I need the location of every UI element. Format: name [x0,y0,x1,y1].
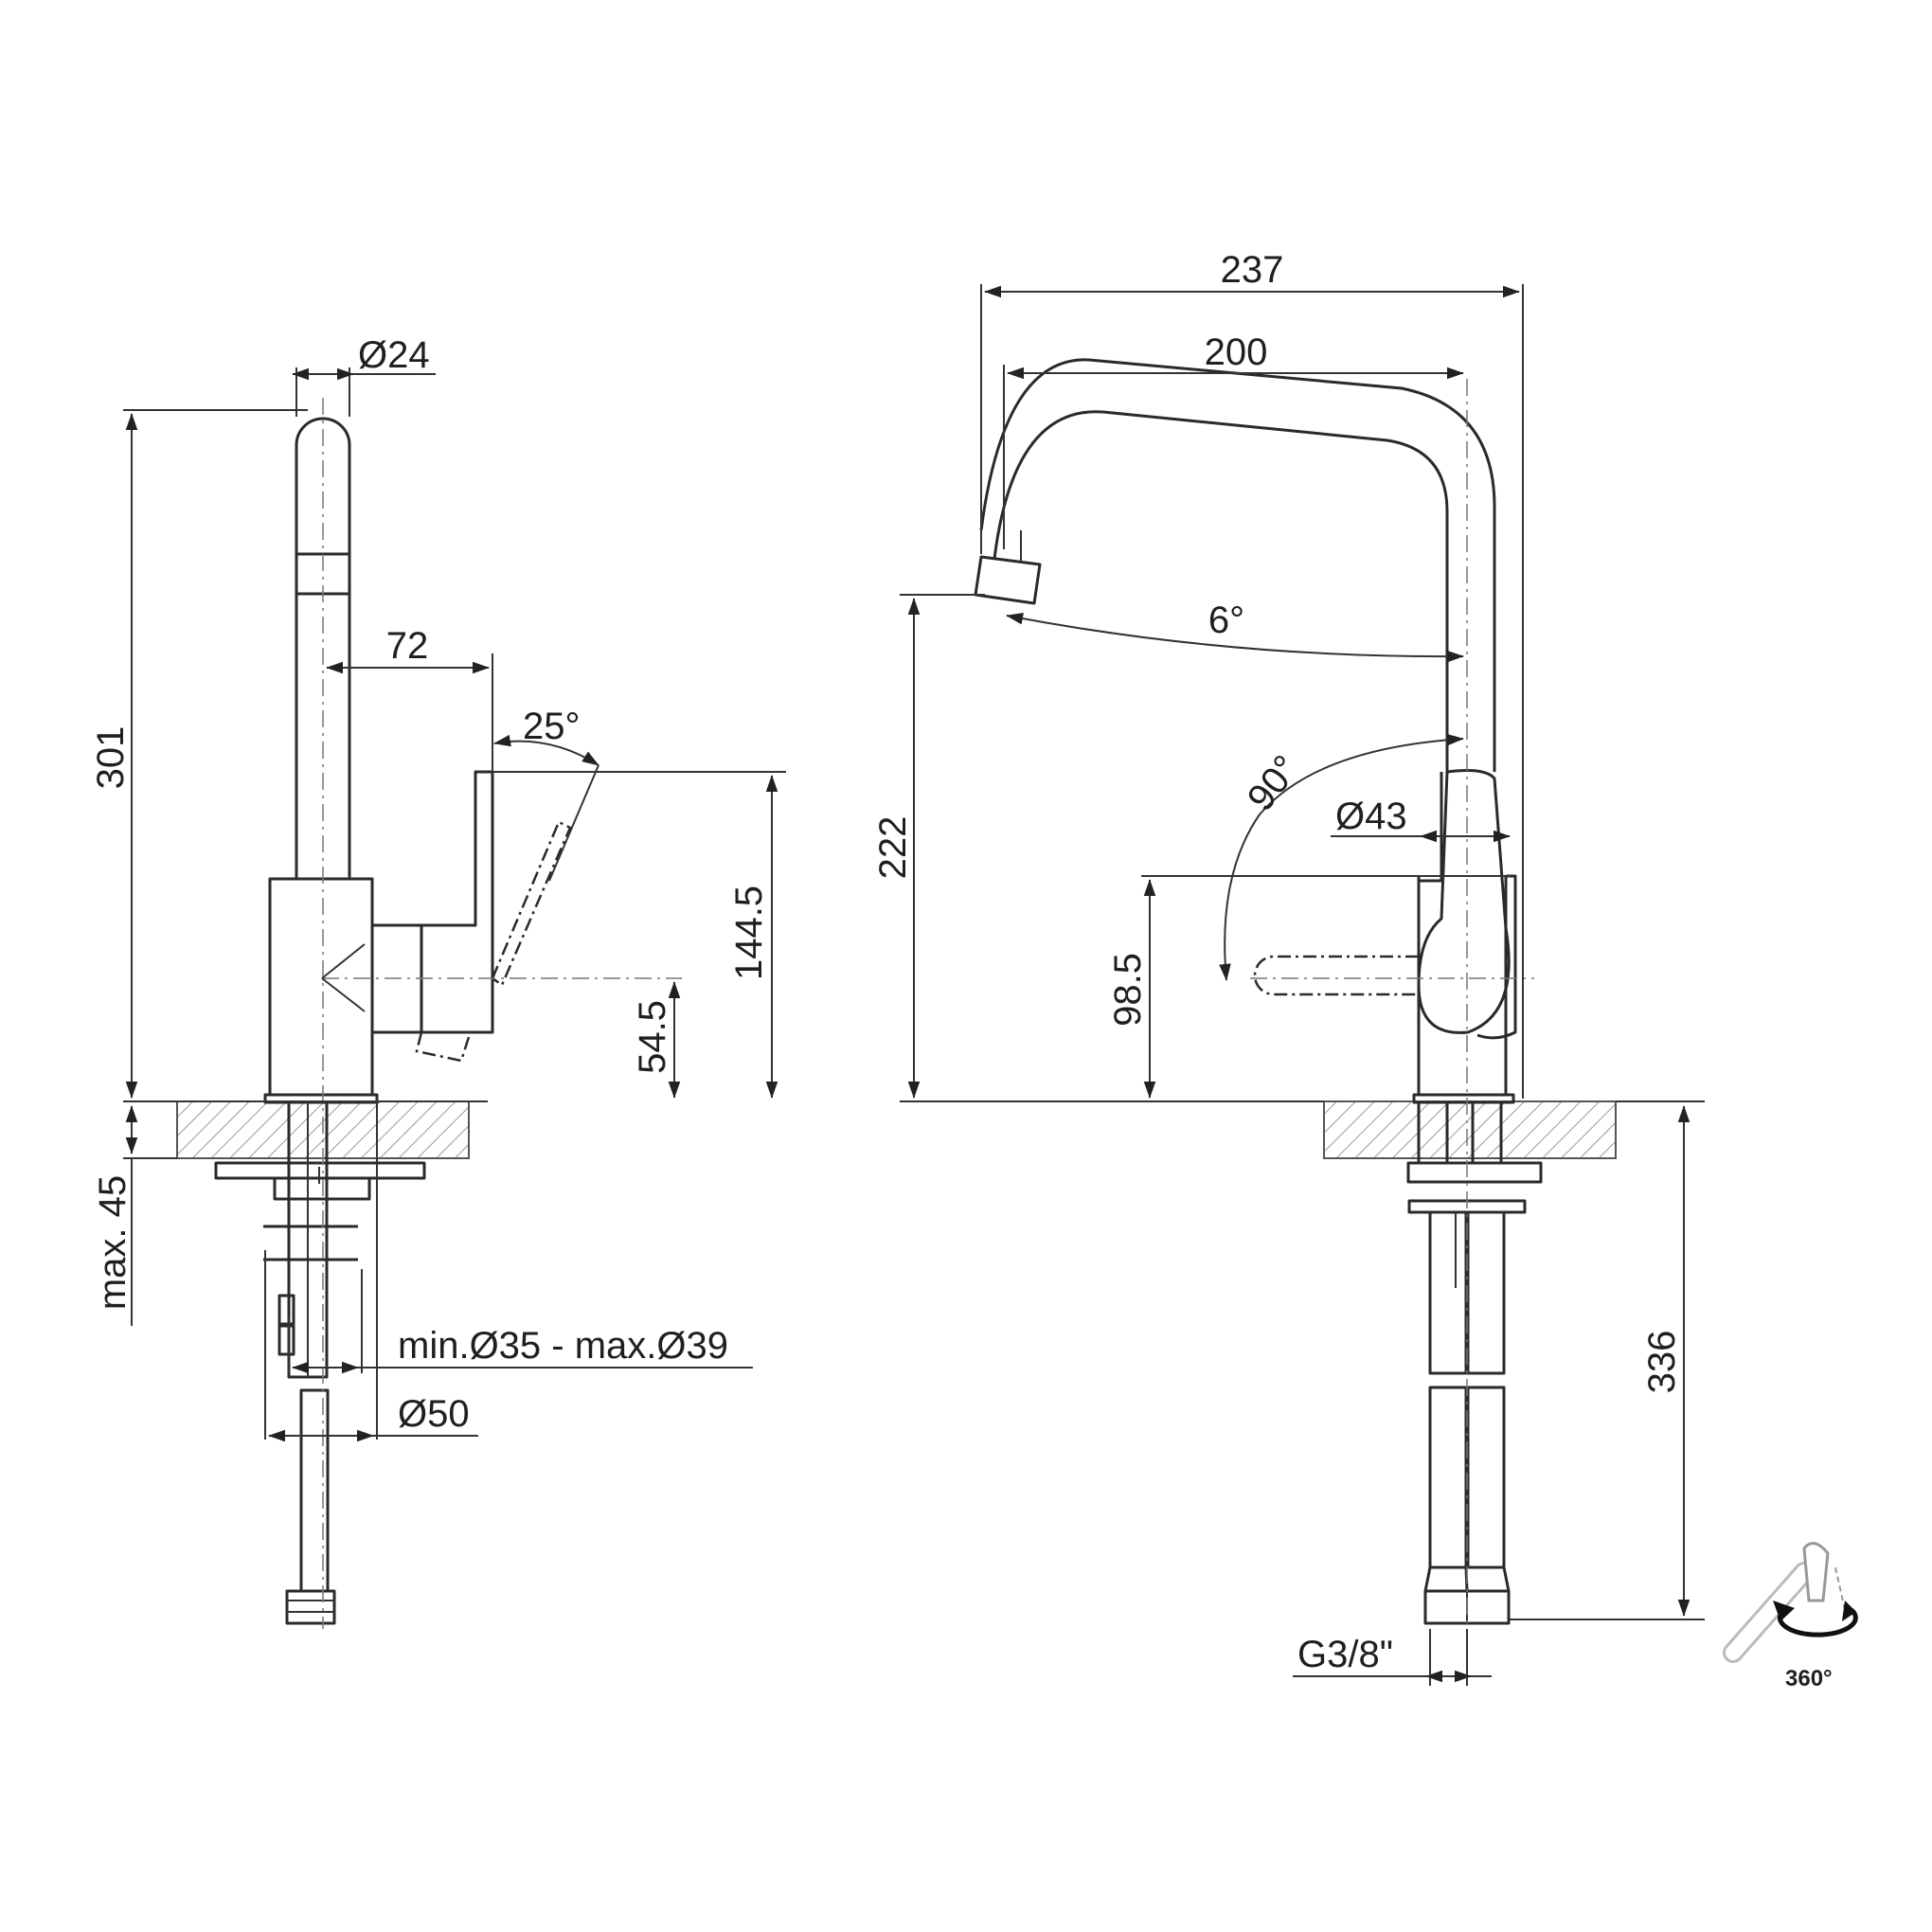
side-hose [299,1388,330,1593]
front-body [1417,876,1508,1094]
side-lever [421,770,494,1034]
dim-h301: 301 [90,726,132,790]
front-fixing-plate [1406,1161,1543,1184]
front-hose-left [1428,1210,1468,1375]
front-spout [993,410,1449,772]
side-lever-open [491,820,572,987]
dim-h336: 336 [1641,1331,1683,1394]
dim-a25: 25° [523,706,581,747]
dim-w200: 200 [1205,331,1268,373]
rotation-badge: 360° [1723,1542,1858,1691]
front-aerator [974,555,1042,605]
dim-h54: 54.5 [632,1000,673,1074]
dim-d43: Ø43 [1335,796,1407,837]
front-view: 237 200 6° 90° Ø43 222 98.5 336 G3/8" [872,249,1705,1686]
dim-h222: 222 [872,816,914,880]
dim-d24: Ø24 [358,334,430,376]
dim-w237: 237 [1221,249,1284,291]
dim-max45: max. 45 [92,1175,134,1310]
side-body [268,877,374,1097]
rotation-label: 360° [1785,1666,1833,1691]
front-hose-right [1466,1386,1506,1569]
countertop-section-front [1323,1100,1617,1159]
dim-d50: Ø50 [398,1393,470,1435]
dim-hole: min.Ø35 - max.Ø39 [398,1325,728,1367]
side-view: Ø24 301 72 25° 144.5 54.5 max. 45 min.Ø3… [90,334,786,1629]
rotate-360-icon [1723,1542,1858,1663]
dim-h144: 144.5 [728,886,770,980]
dim-w72: 72 [386,625,429,667]
front-handle [1417,769,1511,1034]
front-lever-open [1253,955,1419,996]
dim-h98: 98.5 [1107,953,1149,1027]
dim-a90: 90° [1240,748,1308,819]
dim-a6: 6° [1208,599,1244,641]
dim-g38: G3/8" [1297,1634,1393,1675]
side-spout [295,417,351,879]
side-hose-nut [285,1589,336,1625]
